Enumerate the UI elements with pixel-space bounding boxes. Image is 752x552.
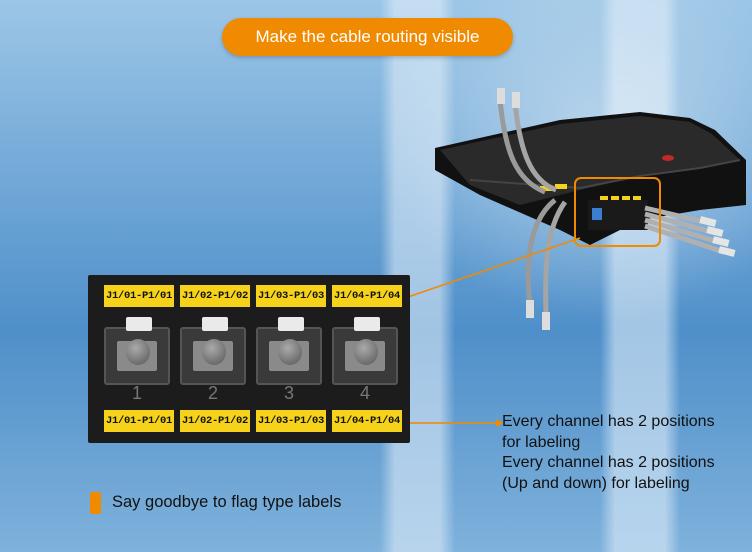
bottom-label-4: J1/04-P1/04: [332, 410, 402, 432]
labeling-callout: Every channel has 2 positions for labeli…: [502, 412, 715, 494]
top-label-2: J1/02-P1/02: [180, 285, 250, 307]
headline-banner: Make the cable routing visible: [222, 18, 513, 56]
patch-panel-closeup: J1/01-P1/01 J1/02-P1/02 J1/03-P1/03 J1/0…: [88, 275, 410, 443]
pointer-line-top: [407, 237, 581, 298]
port-1: [104, 317, 170, 385]
port-4: [332, 317, 398, 385]
port-number-3: 3: [283, 383, 294, 403]
port-number-4: 4: [359, 383, 370, 403]
port-number-1: 1: [131, 383, 142, 403]
callout-line-1: Every channel has 2 positions: [502, 413, 715, 430]
bottom-label-3: J1/03-P1/03: [256, 410, 326, 432]
top-label-3: J1/03-P1/03: [256, 285, 326, 307]
port-3: [256, 317, 322, 385]
bottom-label-2: J1/02-P1/02: [180, 410, 250, 432]
bullet-marker: [90, 492, 101, 514]
callout-line-4: (Up and down) for labeling: [502, 474, 690, 492]
bullet-text: Say goodbye to flag type labels: [112, 493, 342, 511]
top-label-4: J1/04-P1/04: [332, 285, 402, 307]
top-label-1: J1/01-P1/01: [104, 285, 174, 307]
callout-line-2: for labeling: [502, 433, 581, 451]
port-number-2: 2: [207, 383, 218, 403]
bottom-label-1: J1/01-P1/01: [104, 410, 174, 432]
callout-line-3: Every channel has 2 positions: [502, 454, 715, 471]
headline-text: Make the cable routing visible: [255, 27, 480, 46]
port-2: [180, 317, 246, 385]
